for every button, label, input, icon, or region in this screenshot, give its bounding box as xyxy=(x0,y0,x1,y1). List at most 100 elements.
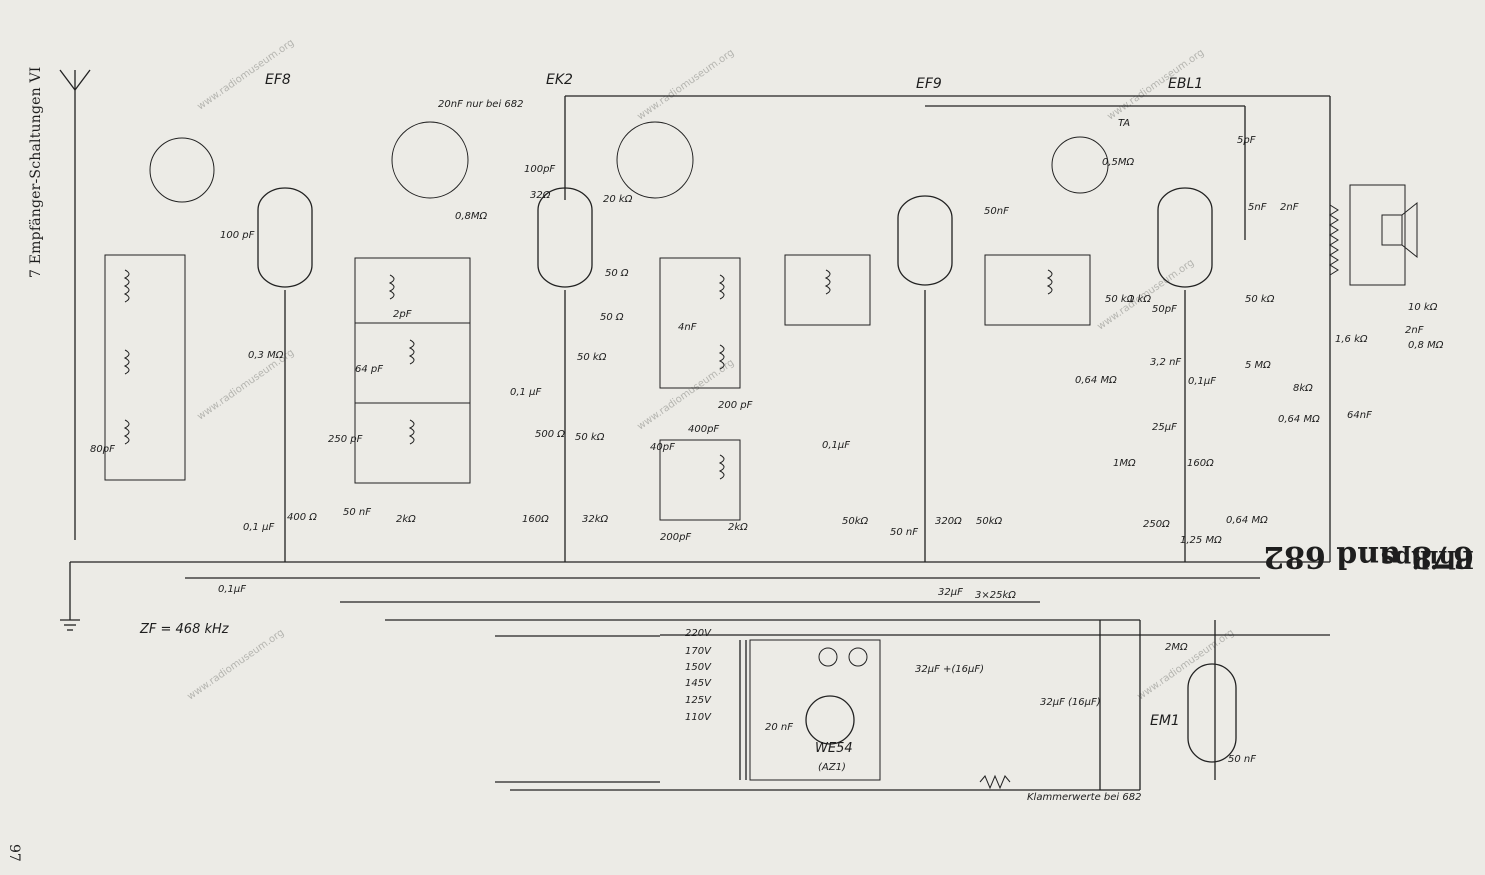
component-value: 0,1µF xyxy=(822,440,850,451)
component-value: 160Ω xyxy=(1187,458,1214,469)
watermark: www.radiomuseum.org xyxy=(185,627,286,702)
component-value: 25µF xyxy=(1152,422,1177,433)
component-value: 1 kΩ xyxy=(1128,294,1151,305)
watermark: www.radiomuseum.org xyxy=(1135,627,1236,702)
component-value: 0,64 MΩ xyxy=(1226,515,1268,526)
component-value: 50 nF xyxy=(1228,754,1256,765)
tube-envelope xyxy=(1187,663,1237,763)
component-value: 250 pF xyxy=(328,434,363,445)
component-value: 5nF xyxy=(1248,202,1267,213)
component-value: 50pF xyxy=(1152,304,1177,315)
mains-tap: 145V xyxy=(685,678,712,689)
mains-tap: 170V xyxy=(685,646,712,657)
component-value: 50kΩ xyxy=(976,516,1003,527)
notes: ZF = 468 kHz Klammerwerte bei 682 20nF n… xyxy=(139,99,1141,803)
tube-envelope xyxy=(537,187,593,288)
component-value: 0,1µF xyxy=(218,584,246,595)
component-value: 5 MΩ xyxy=(1245,360,1271,371)
component-value: 0,1 µF xyxy=(243,522,274,533)
tube-label-ebl1: EBL1 xyxy=(1168,76,1203,92)
component-value: 0,1 µF xyxy=(510,387,541,398)
tube-label-em1: EM1 xyxy=(1150,713,1180,729)
component-value: 32kΩ xyxy=(582,514,609,525)
tube-label-ef9: EF9 xyxy=(916,76,942,92)
component-values: 100 pF 80pF 0,3 MΩ 0,1 µF 400 Ω 0,1µF 2p… xyxy=(90,135,1444,765)
component-value: 50 kΩ xyxy=(1105,294,1135,305)
component-value: 32µF xyxy=(938,587,963,598)
component-value: 1,6 kΩ xyxy=(1335,334,1368,345)
component-value: 50 kΩ xyxy=(577,352,607,363)
tube-envelope xyxy=(1157,187,1213,288)
component-value: 0,8 MΩ xyxy=(1408,340,1444,351)
component-value: 1MΩ xyxy=(1113,458,1136,469)
tube-label-we54: WE54 xyxy=(815,741,853,756)
component-value: 50 Ω xyxy=(605,268,629,279)
component-value: 32µF +(16µF) xyxy=(915,664,984,675)
component-value: 64nF xyxy=(1347,410,1372,421)
component-value: 8kΩ xyxy=(1293,383,1313,394)
component-value: 50 nF xyxy=(343,507,371,518)
component-value: 50 Ω xyxy=(600,312,624,323)
component-value: 100pF xyxy=(524,164,555,175)
pickup-label: TA xyxy=(1118,118,1130,129)
component-value: 2kΩ xyxy=(396,514,416,525)
component-value: 5pF xyxy=(1237,135,1256,146)
component-value: 0,64 MΩ xyxy=(1075,375,1117,386)
component-value: 0,64 MΩ xyxy=(1278,414,1320,425)
mains-tap: 125V xyxy=(685,695,712,706)
component-value: 0,3 MΩ xyxy=(248,350,284,361)
watermark: www.radiomuseum.org xyxy=(635,47,736,122)
component-value: 0,1µF xyxy=(1188,376,1216,387)
component-value: 50 kΩ xyxy=(1245,294,1275,305)
tube-envelope xyxy=(805,695,855,745)
component-value: 320Ω xyxy=(935,516,962,527)
component-value: 0,5MΩ xyxy=(1102,157,1135,168)
component-value: 2pF xyxy=(393,309,412,320)
mains-tap: 150V xyxy=(685,662,712,673)
component-value: 500 Ω xyxy=(535,429,565,440)
option-capacitor-note: 20nF nur bei 682 xyxy=(438,99,524,110)
component-value: 100 pF xyxy=(220,230,255,241)
component-value: 200pF xyxy=(660,532,691,543)
if-frequency-note: ZF = 468 kHz xyxy=(139,622,230,637)
component-value: 10 kΩ xyxy=(1408,302,1438,313)
component-value: 32µF (16µF) xyxy=(1040,697,1101,708)
component-value: 50 kΩ xyxy=(575,432,605,443)
bracket-values-note: Klammerwerte bei 682 xyxy=(1027,792,1141,803)
tube-label-ef8: EF8 xyxy=(265,72,291,88)
component-value: 400 Ω xyxy=(287,512,317,523)
tube-envelope xyxy=(257,187,313,288)
tube-labels: EF8 EK2 EF9 EBL1 EM1 WE54 (AZ1) xyxy=(265,72,1203,773)
component-value: 50kΩ xyxy=(842,516,869,527)
wiring xyxy=(59,69,1418,791)
tubes xyxy=(149,121,1237,763)
component-value: 2nF xyxy=(1280,202,1299,213)
tube-label-ek2: EK2 xyxy=(546,72,573,88)
component-value: 250Ω xyxy=(1143,519,1170,530)
component-value: 160Ω xyxy=(522,514,549,525)
component-value: 1,25 MΩ xyxy=(1180,535,1222,546)
component-value: 3×25kΩ xyxy=(975,590,1016,601)
component-value: 32Ω xyxy=(530,190,551,201)
component-value: 40pF xyxy=(650,442,675,453)
component-value: 400pF xyxy=(688,424,719,435)
component-value: 20 kΩ xyxy=(603,194,633,205)
component-value: 20 nF xyxy=(765,722,793,733)
tube-envelope xyxy=(897,195,953,286)
component-value: 64 pF xyxy=(355,364,383,375)
component-value: 0,8MΩ xyxy=(455,211,488,222)
component-value: 50nF xyxy=(984,206,1009,217)
component-value: 4nF xyxy=(678,322,697,333)
mains-tap: 220V xyxy=(685,628,712,639)
component-value: 2kΩ xyxy=(728,522,748,533)
component-value: 2nF xyxy=(1405,325,1424,336)
mains-taps: 220V 170V 150V 145V 125V 110V xyxy=(685,628,712,723)
component-value: 200 pF xyxy=(718,400,753,411)
component-value: 50 nF xyxy=(890,527,918,538)
component-value: 80pF xyxy=(90,444,115,455)
mains-tap: 110V xyxy=(685,712,712,723)
tube-label-az1: (AZ1) xyxy=(818,762,846,773)
component-value: 3,2 nF xyxy=(1150,357,1181,368)
